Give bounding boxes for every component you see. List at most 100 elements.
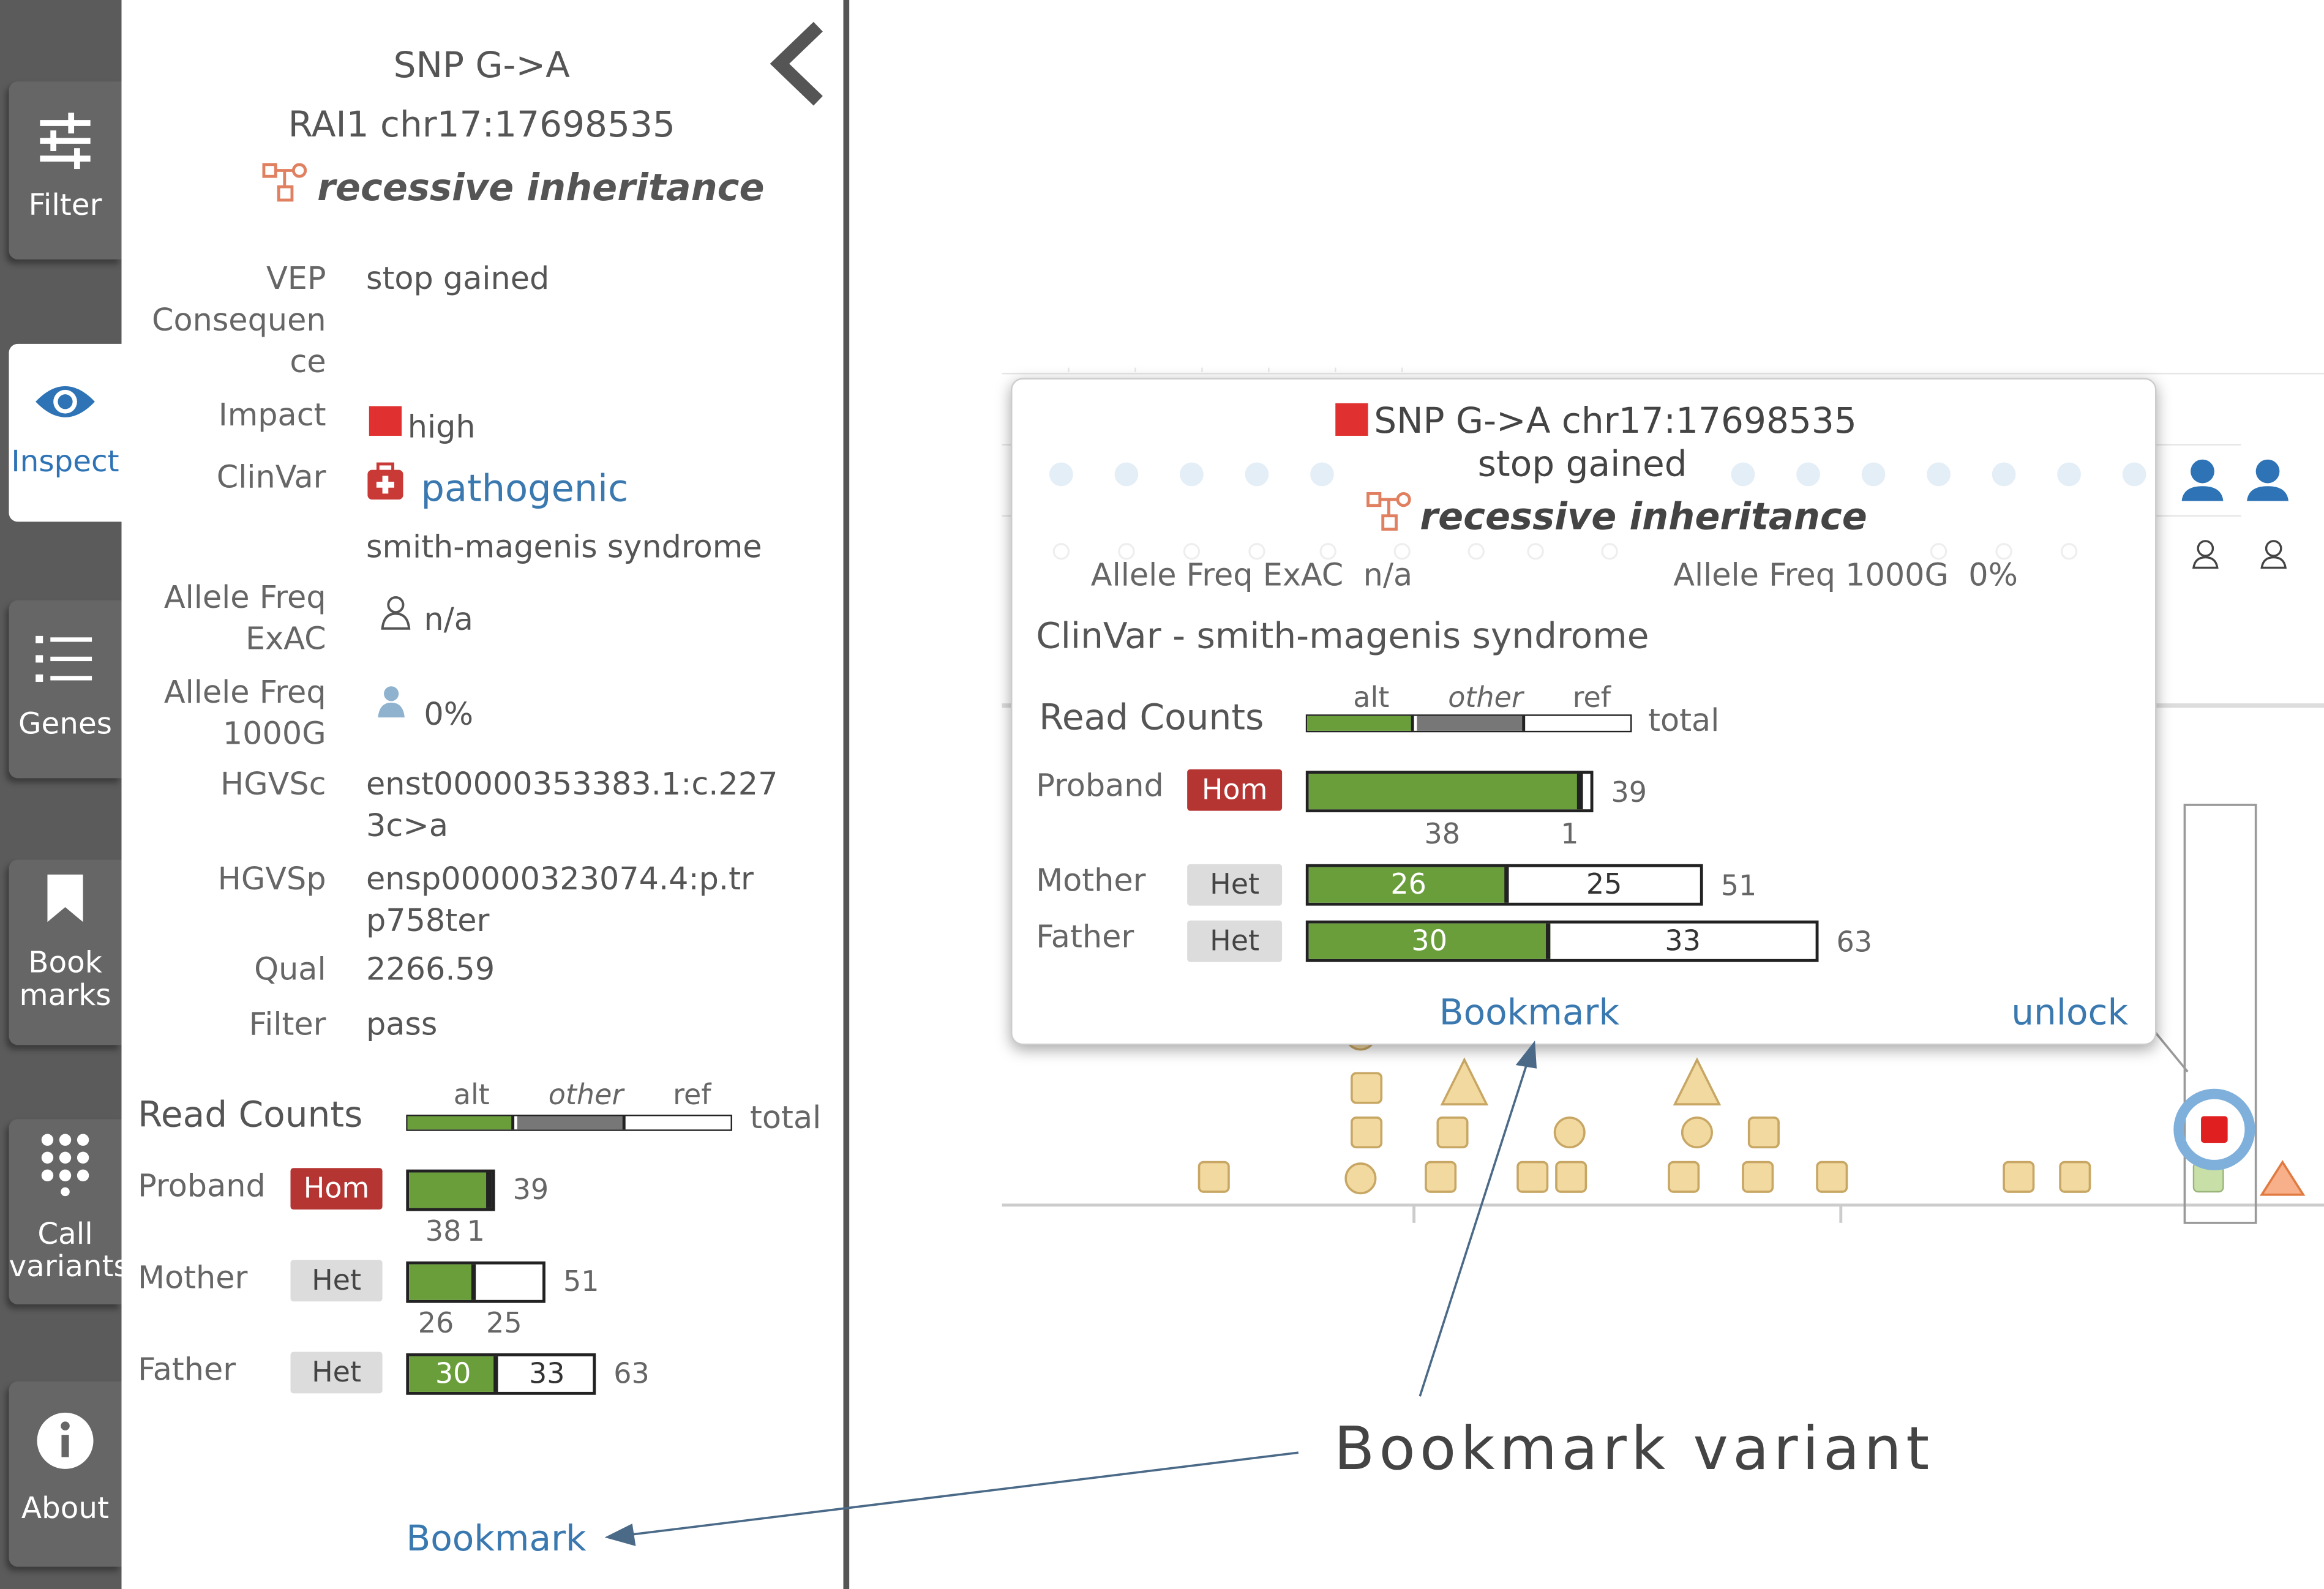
nav-call-variants-label: Call variants xyxy=(9,1215,129,1284)
clinvar-link[interactable]: pathogenic xyxy=(421,466,629,510)
eye-icon xyxy=(36,386,95,417)
person-icon xyxy=(378,686,405,718)
person-outline-icon xyxy=(381,596,411,630)
mother-ref-count: 25 xyxy=(486,1307,522,1340)
vep-value: stop gained xyxy=(365,261,550,297)
tooltip-clinvar: ClinVar - smith-magenis syndrome xyxy=(1036,615,1649,657)
af-1000g-value: 0% xyxy=(424,697,474,733)
tooltip-unlock-link[interactable]: unlock xyxy=(2011,992,2129,1033)
father-ref-count: 33 xyxy=(529,1358,565,1391)
tooltip-consequence: stop gained xyxy=(1477,443,1687,485)
tooltip-zygosity-badge: Het xyxy=(1187,864,1283,906)
tooltip-impact-swatch xyxy=(1335,403,1368,436)
tooltip-sample-name: Father xyxy=(1036,919,1134,955)
info-icon xyxy=(37,1412,94,1469)
mother-alt-count: 26 xyxy=(418,1307,454,1340)
side-nav: Filter Inspect Genes Book marks Call var… xyxy=(0,0,129,1589)
panel-bookmark-link[interactable]: Bookmark xyxy=(406,1517,587,1560)
tooltip-proband-other: 1 xyxy=(1561,818,1579,851)
nav-genes-label: Genes xyxy=(18,705,113,741)
legend-total: total xyxy=(749,1099,822,1135)
tooltip-af-exac: Allele Freq ExAC n/a xyxy=(1090,557,1413,593)
bookmark-icon xyxy=(47,874,83,922)
hgvsc-label: HGVSc xyxy=(220,766,326,802)
af-1000g-label: Allele Freq 1000G xyxy=(163,674,326,752)
tooltip-read-counts-label: Read Counts xyxy=(1039,697,1264,738)
hgvsp-label: HGVSp xyxy=(217,861,326,897)
af-exac-value: n/a xyxy=(424,602,473,638)
tooltip-zygosity-badge: Hom xyxy=(1187,769,1283,811)
tooltip-father-ref: 33 xyxy=(1665,925,1701,958)
legend-other: other xyxy=(548,1079,624,1112)
zygosity-badge: Het xyxy=(290,1352,383,1394)
panel-divider xyxy=(843,0,850,1589)
nav-genes-button[interactable]: Genes xyxy=(9,600,122,779)
person-icons xyxy=(2181,459,2288,501)
nav-inspect-label: Inspect xyxy=(11,443,119,479)
proband-alt-count: 38 xyxy=(425,1215,462,1249)
proband-other-count: 1 xyxy=(467,1215,485,1249)
tooltip-proband-alt: 38 xyxy=(1424,818,1461,851)
vep-label: VEP Consequen ce xyxy=(151,261,326,379)
collapse-chevron-icon[interactable] xyxy=(765,21,830,107)
mother-read-bar xyxy=(406,1261,545,1303)
tooltip-legend-bar xyxy=(1305,714,1632,733)
tooltip-title: SNP G->A chr17:17698535 xyxy=(1374,400,1857,442)
zygosity-badge: Het xyxy=(290,1260,383,1302)
zygosity-badge: Hom xyxy=(290,1168,383,1210)
read-counts-label: Read Counts xyxy=(138,1094,363,1135)
tooltip-mother-read-bar: 26 25 xyxy=(1305,864,1703,906)
tooltip-legend-total: total xyxy=(1648,702,1720,738)
tooltip-faded-background xyxy=(1049,462,2146,560)
tooltip-bookmark-link[interactable]: Bookmark xyxy=(1439,992,1620,1033)
qual-label: Qual xyxy=(254,951,326,987)
nav-call-variants-button[interactable]: Call variants xyxy=(9,1119,129,1305)
father-total: 63 xyxy=(613,1358,650,1391)
impact-swatch xyxy=(369,406,402,436)
tooltip-father-total: 63 xyxy=(1836,926,1873,959)
father-read-bar: 30 33 xyxy=(406,1353,596,1395)
nav-inspect-button[interactable]: Inspect xyxy=(9,343,122,522)
pedigree-icon xyxy=(262,163,307,202)
proband-total: 39 xyxy=(512,1173,549,1207)
impact-label: Impact xyxy=(218,397,326,433)
nav-bookmarks-button[interactable]: Book marks xyxy=(9,859,122,1045)
hgvsp-value: ensp00000323074.4:p.tr p758ter xyxy=(365,861,754,938)
filter-value: pass xyxy=(365,1006,438,1042)
tooltip-mother-ref: 25 xyxy=(1586,869,1622,902)
dial-pad-icon xyxy=(41,1134,89,1197)
tooltip-sample-name: Mother xyxy=(1036,862,1146,899)
nav-about-label: About xyxy=(21,1489,110,1525)
filter-label: Filter xyxy=(249,1006,326,1042)
sample-name: Mother xyxy=(138,1260,248,1296)
panel-inheritance: recessive inheritance xyxy=(317,166,765,209)
panel-subtitle: RAI1 chr17:17698535 xyxy=(288,103,675,146)
sliders-icon xyxy=(40,113,91,170)
legend-ref: ref xyxy=(673,1079,711,1112)
legend-alt: alt xyxy=(453,1079,490,1112)
read-counts-legend-bar xyxy=(406,1115,732,1131)
pedigree-icon xyxy=(1366,492,1411,531)
tooltip-father-read-bar: 30 33 xyxy=(1305,920,1819,962)
qual-value: 2266.59 xyxy=(365,951,495,987)
tooltip-inheritance: recessive inheritance xyxy=(1420,495,1867,539)
clinvar-phenotype: smith-magenis syndrome xyxy=(365,529,762,565)
medical-kit-icon xyxy=(367,462,403,500)
nav-filter-button[interactable]: Filter xyxy=(9,81,122,260)
nav-bookmarks-label: Book marks xyxy=(19,944,111,1012)
tooltip-mother-total: 51 xyxy=(1720,870,1757,903)
tooltip-mother-alt: 26 xyxy=(1390,869,1426,902)
tooltip-legend-other: other xyxy=(1448,681,1523,715)
nav-about-button[interactable]: About xyxy=(9,1381,122,1567)
tooltip-af-1000g: Allele Freq 1000G 0% xyxy=(1673,557,2018,593)
nav-filter-label: Filter xyxy=(28,187,102,223)
tooltip-legend-ref: ref xyxy=(1572,681,1611,715)
proband-read-bar xyxy=(406,1169,495,1211)
sample-name: Father xyxy=(138,1352,236,1388)
variant-tooltip: SNP G->A chr17:17698535 stop gained rece… xyxy=(1011,378,2157,1045)
inspect-panel xyxy=(121,0,848,1589)
list-icon xyxy=(36,635,92,682)
clinvar-label: ClinVar xyxy=(216,459,326,495)
tooltip-zygosity-badge: Het xyxy=(1187,920,1283,962)
father-alt-count: 30 xyxy=(435,1358,471,1391)
